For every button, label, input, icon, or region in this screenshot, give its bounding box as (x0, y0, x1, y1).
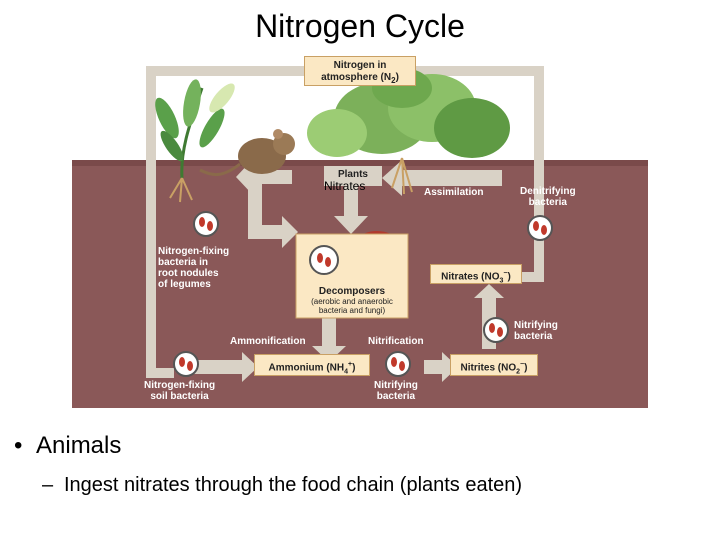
nitrogen-fixing-soil-label: Nitrogen-fixing soil bacteria (144, 380, 215, 402)
bacteria-root-nodule-icon (193, 211, 219, 237)
nitrates-box-sub: 3 (499, 277, 504, 285)
bullet-item: • Animals (14, 432, 121, 460)
atmosphere-sub: 2 (391, 76, 396, 85)
nitrites-box: Nitrites (NO2−) (450, 354, 538, 376)
nitrifying-bottom-line2: bacteria (376, 391, 416, 402)
nf-soil-line2: soil bacteria (150, 391, 209, 402)
nitrogen-fixing-root-label: Nitrogen-fixing bacteria in root nodules… (158, 246, 229, 290)
atmosphere-box: Nitrogen in atmosphere (N2) (304, 56, 416, 86)
nf-soil-line1: Nitrogen-fixing (144, 380, 216, 391)
dash-icon: – (42, 474, 54, 496)
bacteria-nitrifying-right-icon (483, 317, 509, 343)
ammonification-label: Ammonification (230, 336, 306, 347)
diagram-illustration (72, 48, 648, 408)
bacteria-soil-icon (173, 351, 199, 377)
mouse-illustration (199, 129, 295, 176)
nitrites-box-close: ) (524, 362, 528, 374)
ammonium-box-sub: 4 (344, 368, 349, 376)
atmosphere-line2: atmosphere (N2) (305, 72, 415, 87)
nitrification-label: Nitrification (368, 336, 424, 347)
assimilation-label: Assimilation (424, 187, 484, 198)
bacteria-icons (173, 211, 553, 377)
nitrifying-bottom-label: Nitrifying bacteria (374, 380, 418, 402)
ammonium-box-sup: + (348, 361, 353, 368)
legume-plant (155, 79, 235, 203)
atmosphere-close: ) (395, 72, 399, 83)
ammonium-box: Ammonium (NH4+) (254, 354, 370, 376)
decomposers-line1: (aerobic and anaerobic (311, 297, 393, 306)
denitrifying-label: Denitrifying bacteria (520, 186, 576, 208)
decomposer-bacteria-icon (309, 245, 339, 275)
bullet-dot-icon: • (14, 432, 23, 459)
nitrates-box-text: Nitrates (NO (441, 271, 500, 283)
bullet-text: Animals (36, 432, 122, 459)
slide-title: Nitrogen Cycle (255, 8, 465, 44)
nitrifying-right-line1: Nitrifying (514, 320, 558, 331)
bacteria-denitrifying-icon (527, 215, 553, 241)
nitrates-box-close: ) (507, 271, 511, 283)
nitrites-box-text: Nitrites (NO (460, 362, 517, 374)
atmosphere-text: atmosphere (N (321, 72, 392, 83)
atmosphere-line1: Nitrogen in (333, 60, 387, 71)
nitrifying-bottom-line1: Nitrifying (374, 380, 418, 391)
decomposers-line2: bacteria and fungi) (318, 306, 386, 315)
decomposers-text: Decomposers (aerobic and anaerobic bacte… (296, 286, 408, 315)
sub-bullet-text: Ingest nitrates through the food chain (… (64, 474, 523, 496)
nitrogen-cycle-diagram: Nitrogen in atmosphere (N2) Plants Nitra… (72, 48, 648, 408)
nitrates-overlay-label: Nitrates (324, 179, 366, 193)
ammonium-box-text: Ammonium (NH (268, 362, 345, 374)
nitrates-box-sup: − (503, 270, 508, 277)
nf-root-line2: bacteria in (158, 257, 209, 268)
nf-root-line3: root nodules (158, 268, 219, 279)
decomposers-box (295, 233, 409, 319)
nf-root-line1: Nitrogen-fixing (158, 246, 230, 257)
nitrates-box: Nitrates (NO3−) (430, 264, 522, 284)
nitrites-box-sup: − (520, 361, 525, 368)
ammonium-box-close: ) (352, 362, 356, 374)
denitrifying-line2: bacteria (528, 197, 567, 208)
bacteria-nitrifying-bottom-icon (385, 351, 411, 377)
decomposers-title: Decomposers (318, 286, 386, 297)
plants-box: Plants (324, 166, 382, 186)
sub-bullet-item: –Ingest nitrates through the food chain … (42, 474, 522, 497)
nitrifying-right-line2: bacteria (514, 331, 553, 342)
nitrites-box-sub: 2 (516, 368, 521, 376)
nitrifying-right-label: Nitrifying bacteria (514, 320, 558, 342)
plants-label: Plants (337, 169, 368, 180)
nf-root-line4: of legumes (158, 279, 211, 290)
denitrifying-line1: Denitrifying (520, 186, 576, 197)
